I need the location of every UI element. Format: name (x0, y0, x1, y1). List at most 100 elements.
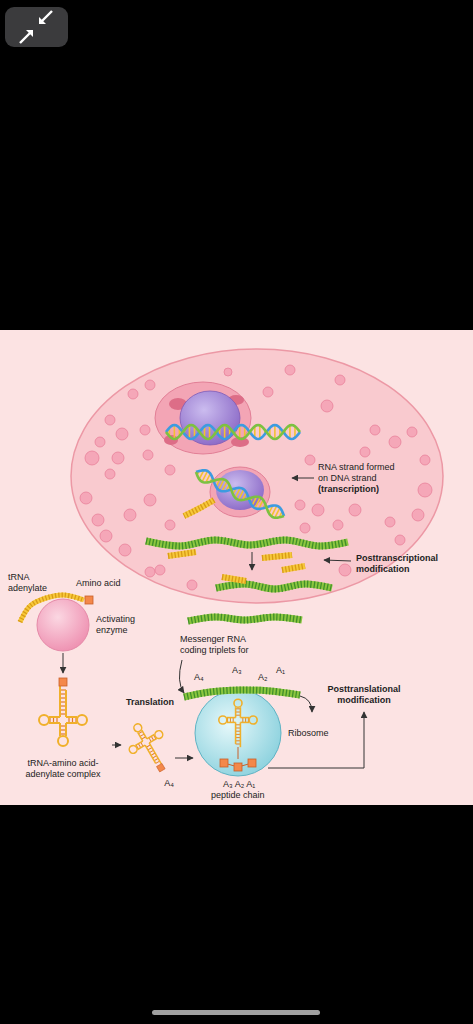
process-name: Posttranslational modification (316, 684, 412, 706)
mrna-strands (216, 584, 332, 589)
ribosome-dots (92, 514, 104, 526)
node-label: tRNA-amino acid-adenylate complex (15, 758, 111, 780)
process-arrows (252, 552, 253, 570)
rna-fragments (168, 552, 305, 581)
process-arrows (300, 696, 312, 712)
translation-illustration (20, 595, 364, 768)
dna-helix (274, 425, 276, 439)
ribosome-dots (116, 428, 128, 440)
ribosome-dots (95, 437, 105, 447)
trna-complex-shape (39, 678, 87, 746)
trna-complex-shape (49, 722, 60, 724)
trna-complex-shape (138, 732, 143, 741)
callout-number: A₄ (194, 672, 204, 683)
rna-strand (184, 500, 214, 516)
flow-arrow (112, 745, 121, 746)
ribosome-dots (155, 565, 165, 575)
part-label: Amino acid (76, 578, 121, 589)
part-label: tRNA adenylate (8, 572, 54, 594)
rna-fragments (282, 566, 305, 570)
ribosome-circle-shape (220, 759, 228, 767)
trna-complex-shape (122, 712, 174, 778)
transcription-site (216, 470, 264, 510)
trna-complex-shape (128, 744, 139, 755)
dna-helix (289, 425, 291, 438)
ribosome-circle-shape (240, 717, 249, 719)
mrna-strands (146, 540, 348, 546)
rna-strand (184, 500, 214, 516)
callout-number: A₁ (276, 665, 285, 676)
compress-icon (5, 7, 68, 47)
ribosome-dots (124, 509, 136, 521)
dna-helix (174, 425, 176, 439)
rna-fragments (168, 552, 196, 556)
ribosome-dots (105, 469, 115, 479)
ribosome-dots (395, 535, 405, 545)
rna-fragments (282, 566, 305, 570)
dna-helix (193, 467, 286, 522)
enzyme-circle-shape (37, 599, 89, 651)
dna-helix (166, 425, 300, 439)
trna-complex-shape (49, 716, 60, 718)
rna-fragments (262, 555, 292, 558)
process-name: (transcription) (318, 484, 379, 495)
ribosome-dots (333, 520, 343, 530)
trna-complex-shape (149, 739, 156, 743)
rna-strand (184, 500, 214, 516)
ribosome-dots (370, 425, 380, 435)
process-arrows (292, 478, 314, 479)
nucleus (155, 382, 251, 454)
ribosome-dots (145, 567, 155, 577)
callout-number: A₃ A₂ A₁ (223, 779, 255, 790)
home-indicator (152, 1010, 320, 1015)
ribosome-circle-shape (227, 722, 236, 724)
ribosome-dots (305, 455, 315, 465)
trna-complex-shape (59, 678, 67, 686)
mrna-strands (146, 540, 348, 589)
ribosome-dots (143, 450, 153, 460)
node-label: Ribosome (288, 728, 329, 739)
ribosome-dots (100, 530, 112, 542)
trna-complex-shape (39, 715, 49, 725)
trna-complex-shape (77, 715, 87, 725)
process-name: Translation (126, 697, 174, 708)
compress-icon (39, 17, 46, 24)
trna-complex-shape (120, 715, 179, 780)
trna-complex-shape (142, 730, 147, 739)
dna-helix (193, 467, 286, 522)
part-label: peptide chain (211, 790, 265, 801)
ribosome-circle-shape (235, 722, 237, 744)
ribosome-circle-shape (235, 707, 237, 717)
ribosome-dots (128, 389, 138, 399)
trna-adenylate (85, 596, 93, 604)
ribosome-dots (165, 465, 175, 475)
ribosome-dots (263, 387, 273, 397)
process-arrows (179, 660, 184, 693)
dna-helix (166, 425, 300, 439)
process-arrows (324, 560, 351, 561)
trna-complex-shape (135, 741, 142, 745)
trna-complex-shape (59, 686, 61, 717)
process-note: RNA strand formed on DNA strand (318, 462, 400, 484)
mrna-strand (188, 617, 302, 621)
ribosome-circle: Ribosome (194, 689, 329, 777)
ribosome-dots (165, 520, 175, 530)
ribosome-dots (295, 500, 305, 510)
ribosome-circle-shape (227, 717, 236, 719)
flow-arrow (63, 653, 64, 673)
ribosome-circle-shape (194, 689, 282, 777)
trna-complex-shape (149, 743, 161, 764)
ribosome-dots (300, 523, 310, 533)
mrna-strands (146, 540, 348, 546)
dna-helix (224, 425, 226, 439)
enzyme-circle-shape (36, 598, 90, 652)
ribosome-circle-shape (234, 699, 242, 707)
ribosome-circle-shape (249, 716, 257, 724)
ribosome-dots (312, 504, 324, 516)
ribosome-circle-shape (219, 699, 257, 747)
dna-helix (166, 425, 300, 439)
